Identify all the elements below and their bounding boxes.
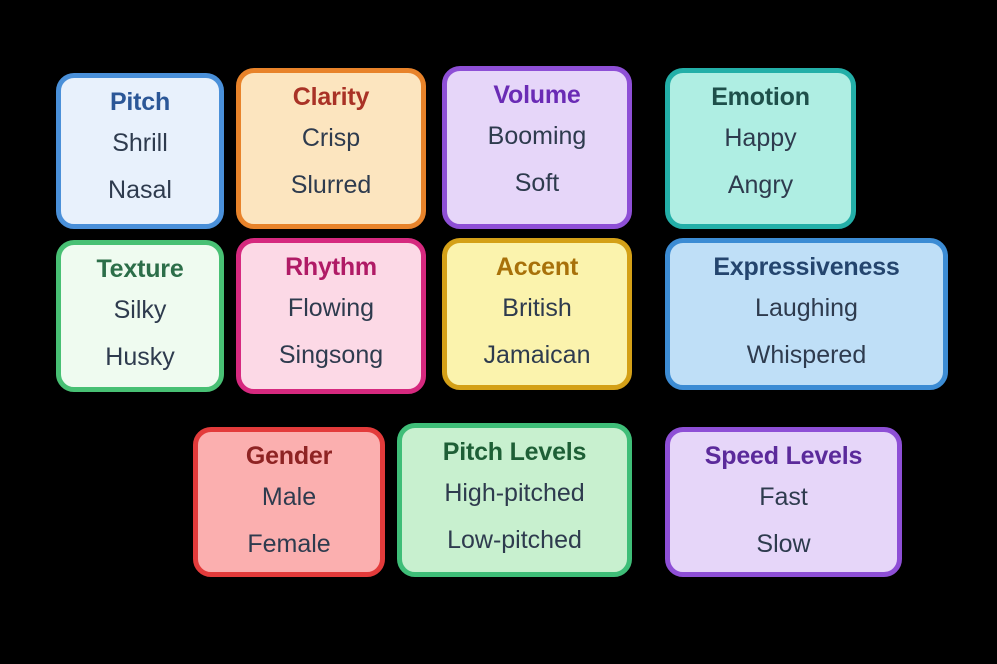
card-title: Emotion xyxy=(711,83,810,111)
card-item: Flowing xyxy=(287,294,375,322)
card-item: Silky xyxy=(113,296,167,324)
card-title: Expressiveness xyxy=(713,253,900,281)
card-title: Speed Levels xyxy=(704,442,863,470)
card-title: Accent xyxy=(495,253,579,281)
card-item: Male xyxy=(261,483,317,511)
card-item: Slow xyxy=(756,530,811,558)
card-item: Low-pitched xyxy=(447,526,582,554)
card-title: Volume xyxy=(493,81,581,109)
card-item: Fast xyxy=(759,483,808,511)
card-item: Happy xyxy=(724,124,797,152)
card-item: Crisp xyxy=(301,124,361,152)
card-item: Whispered xyxy=(746,341,867,369)
card-item: Nasal xyxy=(108,176,172,204)
card-item: Husky xyxy=(105,343,175,371)
card-item: Slurred xyxy=(290,171,372,199)
card-item: Angry xyxy=(727,171,794,199)
card-item: Jamaican xyxy=(483,341,591,369)
card-item: Female xyxy=(247,530,331,558)
card-item: Soft xyxy=(514,169,560,197)
card-title: Gender xyxy=(245,442,333,470)
card-item: Booming xyxy=(487,122,587,150)
card-item: Laughing xyxy=(755,294,858,322)
card-title: Pitch xyxy=(109,88,171,116)
card-title: Clarity xyxy=(292,83,370,111)
card-item: British xyxy=(502,294,572,322)
card-title: Pitch Levels xyxy=(442,438,587,466)
card-item: High-pitched xyxy=(444,479,585,507)
card-item: Singsong xyxy=(278,341,384,369)
card-title: Texture xyxy=(96,255,184,283)
card-item: Shrill xyxy=(112,129,168,157)
card-title: Rhythm xyxy=(285,253,377,281)
